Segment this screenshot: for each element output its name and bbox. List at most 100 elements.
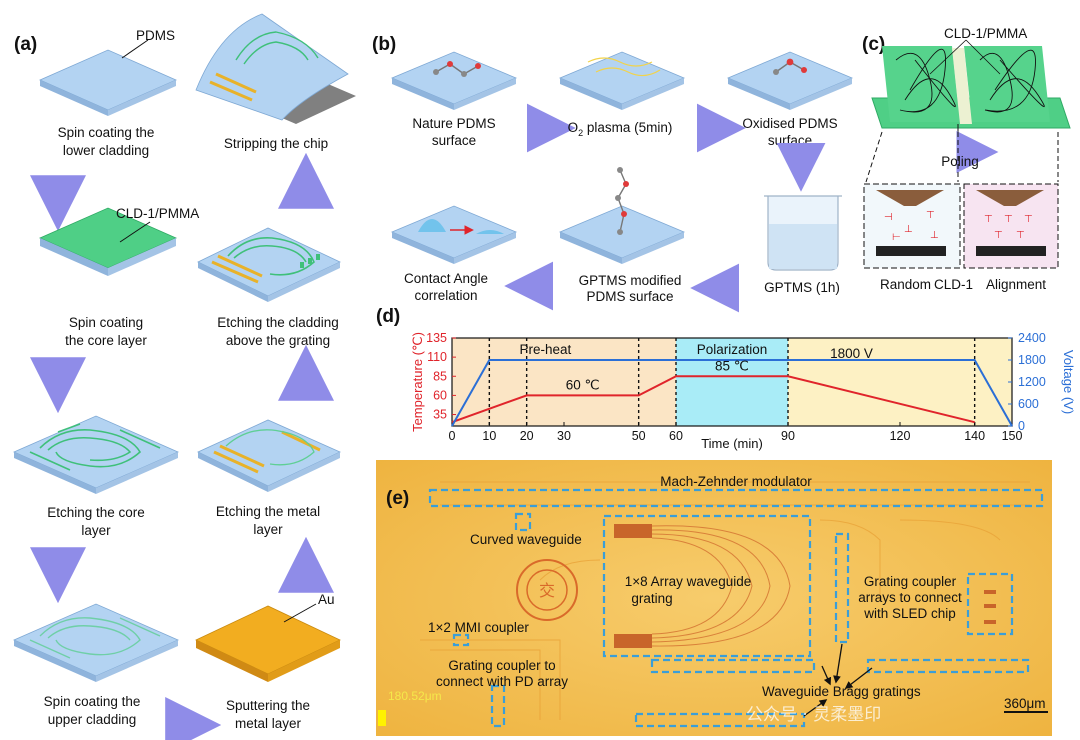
- b-step-3-caption-1: Oxidised PDMS: [742, 116, 837, 131]
- b-step-4-caption: GPTMS (1h): [764, 280, 840, 295]
- y-right-tick-label: 1800: [1018, 353, 1046, 367]
- bragg-box-3: [866, 658, 1030, 674]
- slab-contact-angle: Contact Angle correlation: [390, 205, 518, 303]
- y-left-tick-label: 60: [433, 388, 447, 402]
- step-7-caption-2: above the grating: [226, 333, 330, 348]
- slab-gptms-modified: GPTMS modified PDMS surface: [558, 167, 686, 304]
- y-right-tick-label: 600: [1018, 397, 1039, 411]
- b-step-6-caption-2: correlation: [414, 288, 477, 303]
- b-step-1-caption-1: Nature PDMS: [412, 116, 495, 131]
- step-3-caption-1: Etching the core: [47, 505, 145, 520]
- panel-d-label: (d): [376, 306, 400, 327]
- y-right-tick-label: 1200: [1018, 375, 1046, 389]
- panel-b: (b) Nature PDMS surface O2 plasma (5min): [372, 34, 854, 313]
- x-tick-label: 90: [781, 429, 795, 443]
- b-step-1-caption-2: surface: [432, 133, 476, 148]
- step-5-caption-2: metal layer: [235, 716, 302, 731]
- curved-label: Curved waveguide: [470, 532, 582, 547]
- region-polarization-label: Polarization: [697, 342, 768, 357]
- alignment-label: Alignment: [986, 277, 1046, 292]
- svg-text:⊤: ⊤: [1004, 214, 1013, 225]
- slab-nature-pdms: Nature PDMS surface: [390, 51, 518, 148]
- x-tick-label: 10: [482, 429, 496, 443]
- watermark: 公众号 · 灵柔墨印: [746, 705, 881, 725]
- pd-box: [490, 684, 506, 728]
- slab-o2-plasma: O2 plasma (5min): [558, 51, 686, 138]
- y-right-axis-label: Voltage (V): [1061, 350, 1076, 414]
- x-tick-label: 140: [964, 429, 985, 443]
- b-step-2-caption: O2 plasma (5min): [568, 120, 673, 138]
- gc-pd-label-2: connect with PD array: [436, 674, 568, 689]
- series-voltage: [451, 359, 1013, 427]
- x-axis-label: Time (min): [701, 436, 763, 451]
- step-5-caption-1: Sputtering the: [226, 698, 310, 713]
- step-1-caption-2: lower cladding: [63, 143, 149, 158]
- bragg-arrows: [803, 643, 873, 717]
- gc-pd-label-1: Grating coupler to: [448, 658, 555, 673]
- step-8-caption: Stripping the chip: [224, 136, 328, 151]
- svg-text:⊥: ⊥: [930, 230, 939, 241]
- poling-label: Poling: [941, 154, 979, 169]
- awg-label-2: grating: [631, 591, 672, 606]
- svg-text:⊤: ⊤: [926, 210, 935, 221]
- b-step-6-caption-1: Contact Angle: [404, 271, 488, 286]
- awg-device: [614, 524, 791, 648]
- step-lower-cladding: PDMS Spin coating the lower cladding: [39, 28, 177, 158]
- b-step-5-caption-2: PDMS surface: [586, 289, 673, 304]
- region-preheat-label: Pre-heat: [519, 342, 571, 357]
- y-right-tick-label: 0: [1018, 419, 1025, 433]
- y-left-axis-label: Temperature (℃): [410, 332, 425, 432]
- x-tick-label: 20: [520, 429, 534, 443]
- mzm-box: [428, 488, 1044, 508]
- svg-text:⊤: ⊤: [994, 230, 1003, 241]
- step-4-caption-1: Spin coating the: [44, 694, 141, 709]
- step-upper-cladding: Spin coating the upper cladding: [13, 603, 179, 727]
- curved-box: [514, 512, 532, 532]
- svg-text:⊤: ⊤: [984, 214, 993, 225]
- step-etch-core: Etching the core layer: [13, 415, 179, 538]
- panel-a: (a) PDMS Spin coating the lower cladding…: [13, 13, 356, 740]
- step-1-caption-1: Spin coating the: [58, 125, 155, 140]
- panel-a-label: (a): [14, 34, 37, 55]
- svg-text:⊥: ⊥: [904, 224, 913, 235]
- bragg-box-2: [650, 658, 816, 674]
- x-tick-label: 60: [669, 429, 683, 443]
- zoom-lines: [865, 131, 1059, 183]
- bragg-box-1: [834, 532, 850, 644]
- series-temperature: [451, 375, 975, 424]
- gc-arr-label-1: Grating coupler: [864, 574, 957, 589]
- step-stripping: Stripping the chip: [195, 13, 356, 151]
- step-7-caption-1: Etching the cladding: [217, 315, 339, 330]
- step-2-caption-1: Spin coating: [69, 315, 143, 330]
- voltage-annotation: 1800 V: [830, 346, 873, 361]
- random-box: ⊣⊥⊤⊢⊥: [863, 183, 961, 269]
- random-label: Random: [880, 277, 931, 292]
- beaker: GPTMS (1h): [764, 195, 842, 295]
- awg-box: [602, 514, 812, 658]
- svg-text:⊤: ⊤: [1024, 214, 1033, 225]
- step-6-caption-1: Etching the metal: [216, 504, 320, 519]
- panel-e-label: (e): [386, 488, 409, 509]
- panel-b-label: (b): [372, 34, 396, 55]
- au-label: Au: [318, 592, 335, 607]
- x-tick-label: 150: [1002, 429, 1023, 443]
- hold-85-annotation: 85 ℃: [715, 358, 749, 373]
- annotation-boxes: [428, 488, 1044, 728]
- step-sputter-metal: Au Sputtering the metal layer: [195, 592, 341, 731]
- b-step-3-caption-2: surface: [768, 133, 812, 148]
- svg-text:⊤: ⊤: [1016, 230, 1025, 241]
- sled-couplers: [984, 590, 996, 624]
- panel-e: (e) 交: [376, 460, 1052, 736]
- y-right-tick-label: 2400: [1018, 331, 1046, 345]
- step-6-caption-2: layer: [253, 522, 283, 537]
- svg-text:交: 交: [539, 581, 555, 600]
- x-tick-label: 120: [890, 429, 911, 443]
- step-2-caption-2: the core layer: [65, 333, 147, 348]
- x-tick-label: 0: [449, 429, 456, 443]
- scale-label: 360μm: [1004, 696, 1046, 711]
- slab-oxidised-pdms: Oxidised PDMS surface: [726, 51, 854, 148]
- y-left-tick-label: 35: [433, 408, 447, 422]
